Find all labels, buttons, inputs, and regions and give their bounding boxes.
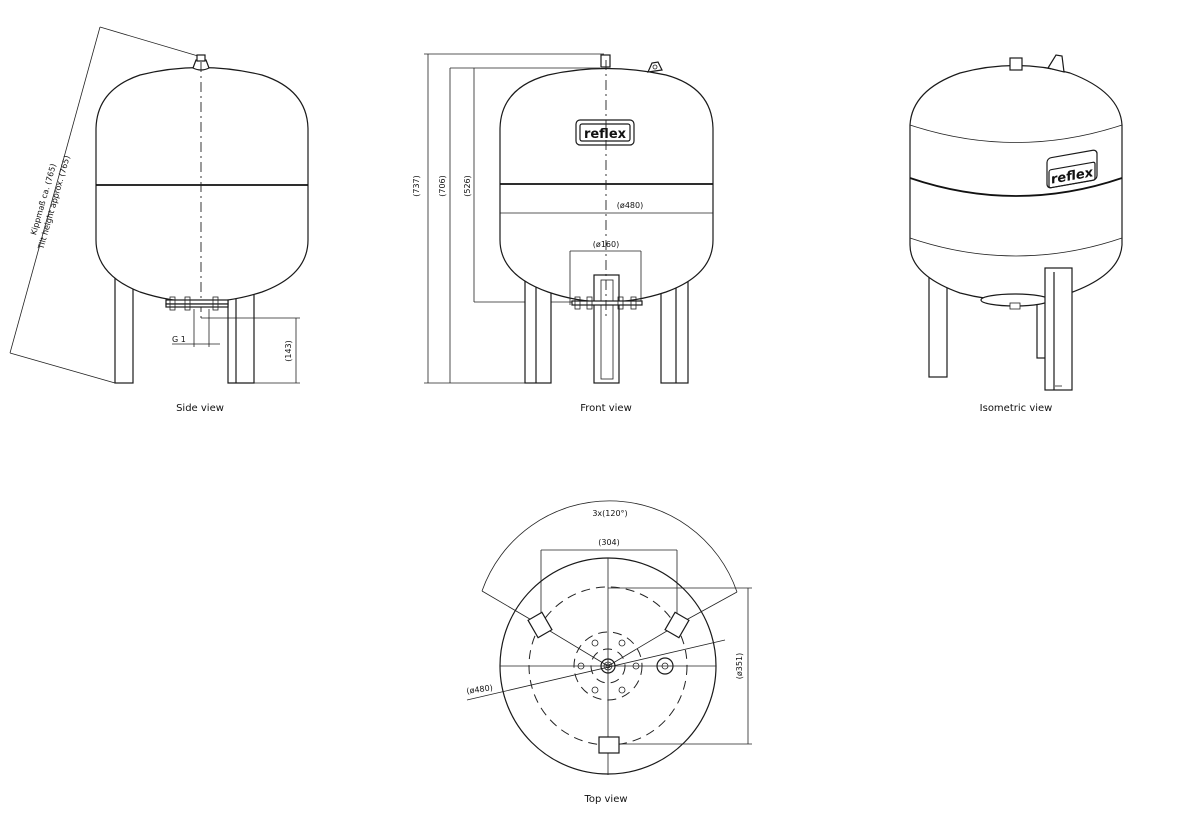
leg-circle-diameter: (ø351) <box>735 653 744 679</box>
connection-height: (143) <box>284 340 293 362</box>
connection-label: G 1 <box>172 335 186 344</box>
isometric-view: reflex Isometric view <box>909 54 1123 414</box>
connection-height: (526) <box>463 175 472 197</box>
side-view-label: Side view <box>176 403 224 414</box>
vessel-diameter: (ø480) <box>617 201 643 210</box>
side-view: Kippmaß ca. (765) Tilt height approx. (7… <box>9 26 309 414</box>
brand-logo: reflex <box>584 127 627 142</box>
front-view: (737) (706) (526) reflex (ø480) (ø160) <box>412 53 714 414</box>
leg-spacing: (304) <box>598 538 620 547</box>
top-view: 3x(120°) (304) (ø480) (ø351) <box>466 500 752 805</box>
top-diameter: (ø480) <box>466 683 493 696</box>
leg-angle: 3x(120°) <box>592 509 627 518</box>
top-view-label: Top view <box>583 794 627 805</box>
front-view-label: Front view <box>580 403 632 414</box>
isometric-view-label: Isometric view <box>980 403 1053 414</box>
total-height: (737) <box>412 175 421 197</box>
body-height: (706) <box>438 175 447 197</box>
